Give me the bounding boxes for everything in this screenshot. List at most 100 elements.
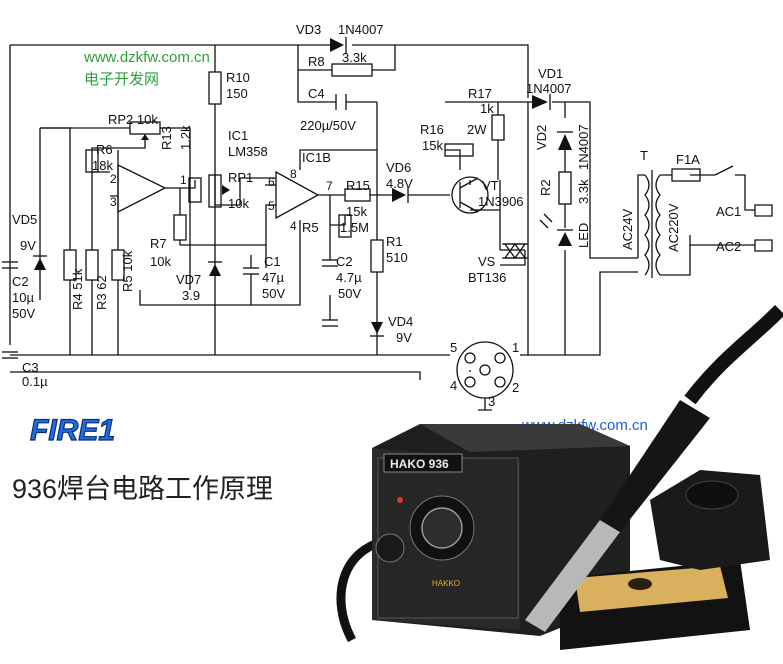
label-vd5: VD5 — [12, 212, 37, 227]
label-r7: R7 — [150, 236, 167, 251]
label-fuse: F1A — [676, 152, 700, 167]
label-rp1: RP1 — [228, 170, 253, 185]
label-c4: C4 — [308, 86, 325, 101]
label-r5-b: R5 — [302, 220, 319, 235]
label-r6-val: 18k — [92, 158, 113, 173]
label-r13-val: 1.2k — [178, 125, 193, 150]
label-vd2: VD2 — [534, 125, 549, 150]
label-pin-1: 1 — [512, 340, 519, 355]
resistor-r8 — [331, 63, 373, 77]
cleaning-sponge — [575, 566, 728, 612]
brand-logo: FIRE1 — [30, 414, 115, 447]
label-pin-4: 4 — [450, 378, 457, 393]
zener-vd7 — [209, 264, 221, 276]
component-labels: VD3 1N4007 R8 3.3k R10 150 C4 220µ/50V R… — [12, 22, 741, 409]
label-r17: R17 — [468, 86, 492, 101]
label-ac220v: AC220V — [666, 203, 681, 252]
label-pin-2: 2 — [512, 380, 519, 395]
temperature-knob — [421, 507, 463, 549]
opamp-ic1a — [117, 163, 167, 214]
triac-vs — [503, 242, 527, 259]
ac2-plug — [754, 239, 773, 252]
label-c1-val1: 47µ — [262, 270, 284, 285]
power-switch — [714, 165, 734, 176]
label-vd4: VD4 — [388, 314, 413, 329]
zener-vd5 — [34, 258, 46, 270]
station-logo: HAKKO — [432, 579, 460, 588]
label-r1: R1 — [386, 234, 403, 249]
label-r8-val: 3.3k — [342, 50, 367, 65]
resistor-r15 — [344, 188, 371, 202]
label-c1-val2: 50V — [262, 286, 285, 301]
station-badge: HAKO 936 — [390, 457, 449, 471]
zener-vd4 — [371, 322, 383, 334]
label-vt-val: 1N3906 — [478, 194, 524, 209]
label-c3-val: 0.1µ — [22, 374, 48, 389]
label-c4-val: 220µ/50V — [300, 118, 356, 133]
label-c2-left-val1: 10µ — [12, 290, 34, 305]
resistor-r5-10k — [111, 249, 125, 281]
label-r16-val: 15k — [422, 138, 443, 153]
resistor-r13 — [188, 177, 202, 203]
resistor-r17 — [491, 114, 505, 141]
caption-title: 936焊台电路工作原理 — [12, 474, 273, 504]
diode-vd1-symbol — [532, 95, 548, 109]
resistor-r4 — [63, 249, 77, 281]
label-c2-left: C2 — [12, 274, 29, 289]
label-r6: R6 — [96, 142, 113, 157]
resistor-r2 — [558, 171, 572, 205]
label-rp2: RP2 10k — [108, 112, 158, 127]
watermark-site: www.dzkfw.com.cn — [83, 49, 210, 66]
iron-cable — [684, 305, 783, 405]
soldering-station-illustration: HAKO 936 HAKKO — [336, 305, 783, 650]
label-ac1: AC1 — [716, 204, 741, 219]
label-vs: VS — [478, 254, 496, 269]
label-ac2: AC2 — [716, 239, 741, 254]
label-r4: R4 51k — [70, 268, 85, 310]
label-vd5-val: 9V — [20, 238, 36, 253]
label-pin-3: 3 — [488, 394, 495, 409]
component-symbols — [2, 37, 773, 411]
label-r2-val: 3.3k — [576, 179, 591, 204]
label-vd3: VD3 — [296, 22, 321, 37]
label-c2-right: C2 — [336, 254, 353, 269]
label-vd7-val: 3.9 — [182, 288, 200, 303]
label-opamp-pin-1: 1 — [180, 173, 187, 187]
label-pin-5: 5 — [450, 340, 457, 355]
label-opamp-pin-6: 6 — [268, 175, 275, 189]
resistor-r16 — [444, 143, 474, 157]
watermark-site-cn: 电子开发网 — [84, 71, 159, 88]
diode-vd6-symbol — [392, 188, 406, 202]
diode-vd3-symbol — [330, 38, 344, 52]
diode-vd2-symbol — [558, 134, 572, 150]
label-opamp-pin-8: 8 — [290, 167, 297, 181]
label-opamp-pin-3: 3 — [110, 195, 117, 209]
potentiometer-rp1 — [208, 174, 222, 208]
label-opamp-pin-4: 4 — [290, 219, 297, 233]
label-r8: R8 — [308, 54, 325, 69]
led-symbol — [558, 232, 572, 246]
label-r13: R13 — [159, 126, 174, 150]
label-r10: R10 — [226, 70, 250, 85]
label-r16: R16 — [420, 122, 444, 137]
resistor-r1 — [370, 239, 384, 273]
iron-stand — [650, 470, 770, 570]
label-c1: C1 — [264, 254, 281, 269]
label-opamp-pin-2: 2 — [110, 172, 117, 186]
label-r5-b-val: 1.5M — [340, 220, 369, 235]
label-led: LED — [576, 223, 591, 248]
label-vd4-val: 9V — [396, 330, 412, 345]
opamp-ic1b — [275, 170, 320, 220]
label-r15: R15 — [346, 178, 370, 193]
label-opamp-pin-7: 7 — [326, 179, 333, 193]
resistor-r6 — [85, 149, 99, 173]
connector-5pin — [456, 341, 514, 399]
label-r15-val: 15k — [346, 204, 367, 219]
label-vd3-val: 1N4007 — [338, 22, 384, 37]
label-transformer: T — [640, 148, 648, 163]
label-vd2-val: 1N4007 — [576, 124, 591, 170]
label-rp1-val: 10k — [228, 196, 249, 211]
transistor-vt — [451, 176, 489, 214]
